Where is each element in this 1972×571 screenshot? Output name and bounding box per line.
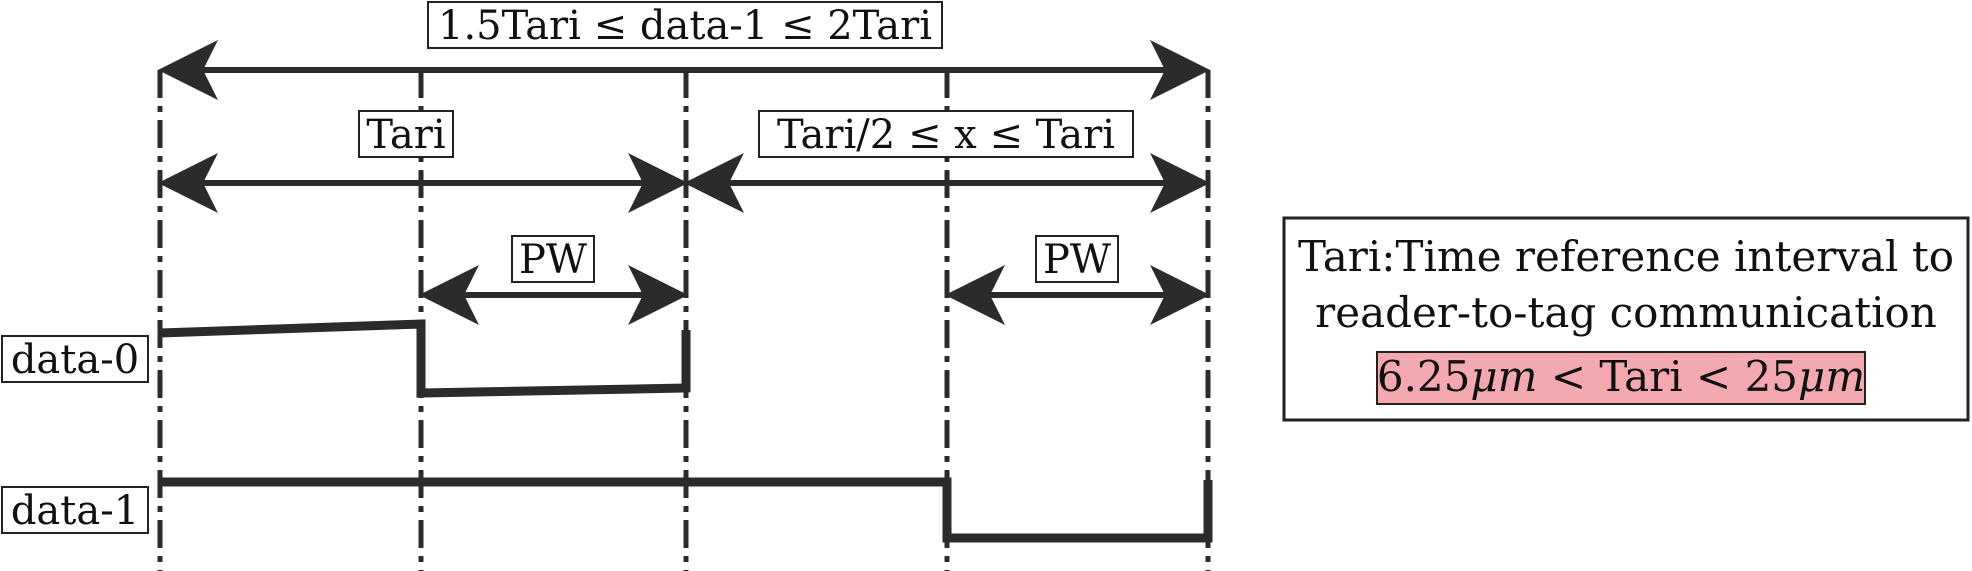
legend-range-highlight bbox=[1376, 351, 1866, 405]
top-range-label: 1.5Tari ≤ data-1 ≤ 2Tari bbox=[427, 1, 943, 49]
range-op: < Tari < bbox=[1537, 352, 1744, 401]
legend-line-2: reader-to-tag communication bbox=[1315, 288, 1937, 337]
range-value-a: 6.25 bbox=[1377, 352, 1471, 401]
waveforms bbox=[159, 319, 1213, 543]
tari-text: Tari bbox=[366, 112, 445, 158]
legend-line-1: Tari:Time reference interval to bbox=[1298, 232, 1954, 281]
data1-text: data-1 bbox=[11, 488, 139, 534]
pw-left-label: PW bbox=[511, 235, 595, 283]
pw-right-text: PW bbox=[1043, 237, 1111, 283]
legend-range-text: 6.25μm < Tari < 25μm bbox=[1377, 352, 1865, 401]
tari-label: Tari bbox=[358, 110, 454, 158]
pw-right-label: PW bbox=[1035, 235, 1119, 283]
range-unit-a: μm bbox=[1470, 352, 1537, 401]
x-range-text: Tari/2 ≤ x ≤ Tari bbox=[777, 112, 1115, 158]
data0-text: data-0 bbox=[11, 337, 139, 383]
data1-label: data-1 bbox=[1, 486, 149, 534]
pw-left-text: PW bbox=[519, 237, 587, 283]
range-unit-b: μm bbox=[1798, 352, 1865, 401]
top-range-text: 1.5Tari ≤ data-1 ≤ 2Tari bbox=[438, 3, 932, 49]
data0-waveform bbox=[159, 319, 691, 398]
range-value-b: 25 bbox=[1745, 352, 1798, 401]
data0-label: data-0 bbox=[1, 335, 149, 383]
data1-waveform bbox=[160, 477, 1213, 543]
dimension-arrows bbox=[158, 40, 1210, 325]
x-range-label: Tari/2 ≤ x ≤ Tari bbox=[758, 110, 1134, 158]
legend-box: Tari:Time reference interval to reader-t… bbox=[1282, 216, 1970, 422]
